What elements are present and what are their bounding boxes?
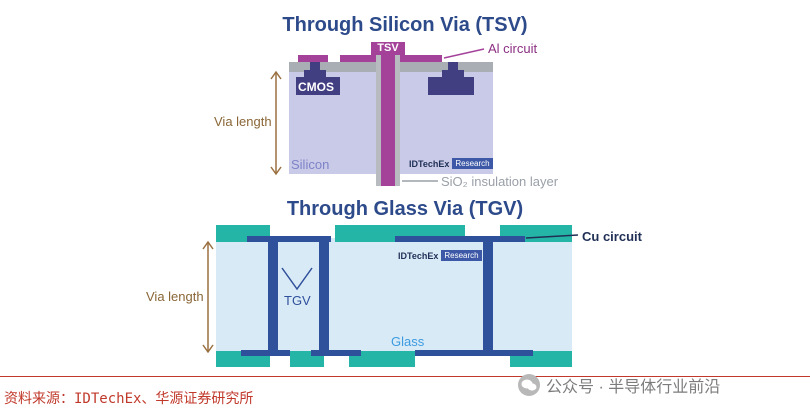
footer-divider (0, 376, 810, 377)
tgv-title: Through Glass Via (TGV) (286, 198, 524, 220)
cmos-left-block (296, 77, 340, 95)
cu-top-trace-2 (395, 236, 525, 242)
tsv-idtechex-logo: IDTechEx Research (409, 158, 493, 169)
tsv-label: TSV (377, 42, 399, 54)
silicon-label: Silicon (291, 157, 330, 172)
insulation-label: SiO₂ insulation layer (441, 174, 559, 189)
glass-via-1 (268, 242, 278, 355)
tgv-brand-name: IDTechEx (398, 250, 439, 261)
al-pad-left (298, 55, 328, 62)
tsv-title: Through Silicon Via (TSV) (282, 14, 528, 36)
cmos-right-block (428, 77, 474, 95)
cu-top-trace-1 (247, 236, 331, 242)
cu-circuit-pointer (525, 234, 579, 239)
tsv-brand-tag: Research (452, 158, 493, 169)
al-circuit-pointer (443, 48, 485, 59)
source-text: 资料来源：IDTechEx、华源证券研究所 (4, 391, 254, 407)
cmos-right-top (442, 70, 464, 78)
tgv-via-length-label: Via length (146, 289, 204, 304)
watermark-text: 公众号 · 半导体行业前沿 (546, 379, 721, 396)
tgv-pointer (281, 267, 313, 291)
tgv-idtechex-logo: IDTechEx Research (398, 250, 482, 261)
cmos-left-top (304, 70, 326, 78)
tgv-brand-tag: Research (441, 250, 482, 261)
watermark: 公众号 · 半导体行业前沿 (518, 373, 720, 397)
al-circuit-label: Al circuit (488, 41, 538, 56)
cmos-label: CMOS (298, 80, 334, 94)
glass-via-2 (319, 242, 329, 355)
cu-bottom-trace-3 (415, 350, 533, 356)
glass-label: Glass (391, 334, 425, 349)
cu-bottom-trace-1 (241, 350, 290, 356)
cu-circuit-label: Cu circuit (582, 229, 642, 244)
tsv-via-length-label: Via length (214, 114, 272, 129)
tsv-via (381, 42, 395, 186)
cmos-left-stem (310, 62, 320, 74)
wechat-icon (518, 374, 540, 396)
glass-via-3 (483, 242, 493, 355)
cu-bottom-trace-2 (311, 350, 361, 356)
tsv-brand-name: IDTechEx (409, 158, 450, 169)
tgv-label: TGV (284, 293, 311, 308)
cu-bottom-pad-3 (349, 351, 415, 367)
cmos-right-stem (448, 62, 458, 74)
